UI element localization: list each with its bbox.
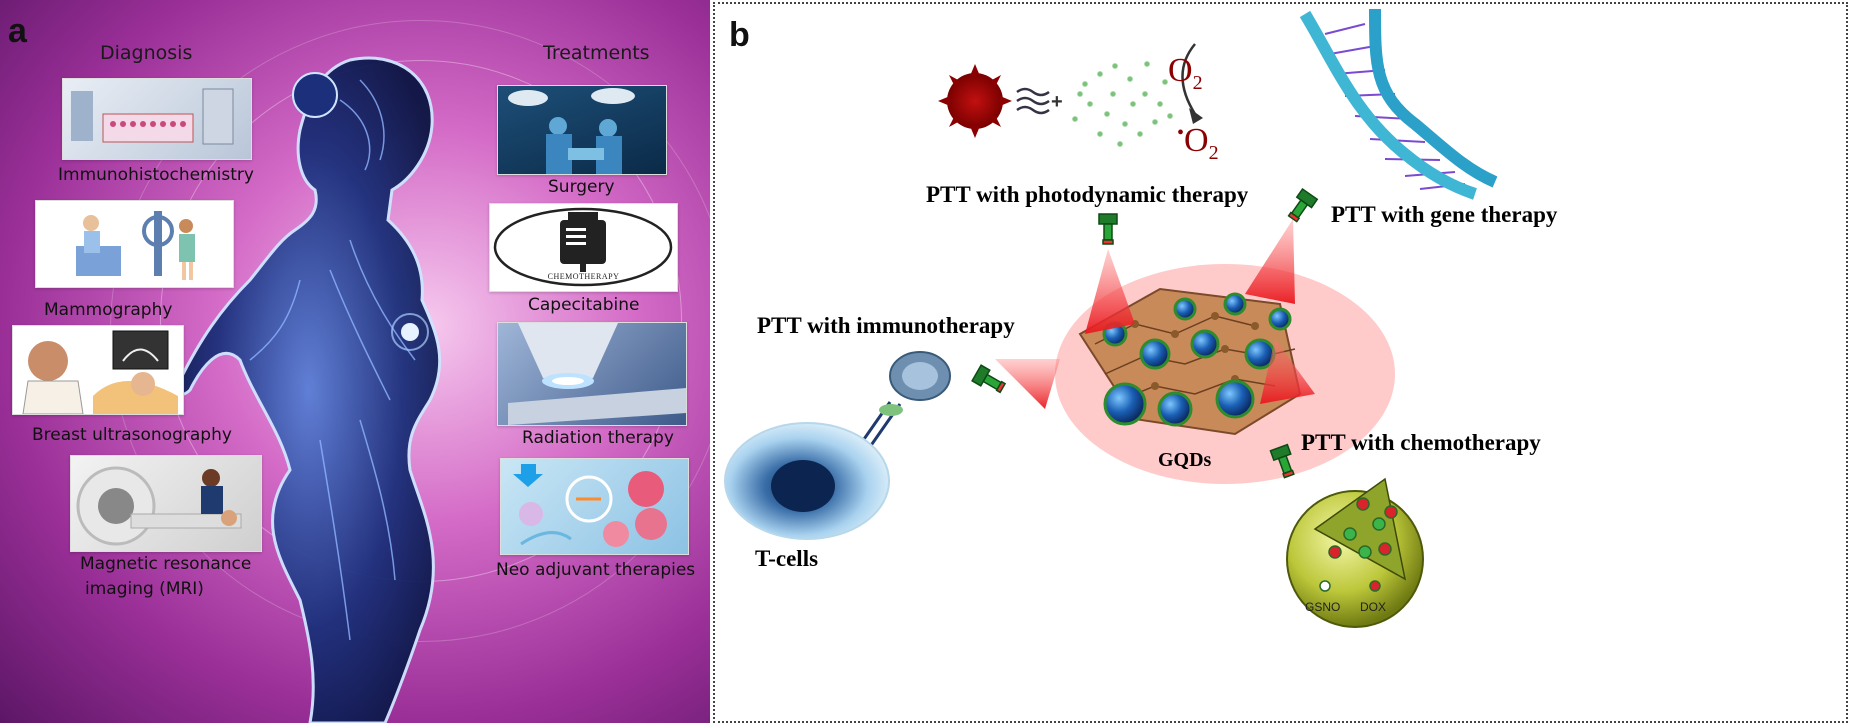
capecitabine-label: Capecitabine [528, 295, 640, 315]
plus-sign: + [1051, 91, 1063, 113]
dox-label: DOX [1360, 600, 1387, 614]
t-cells-label: T-cells [755, 546, 819, 571]
t-cell [724, 422, 890, 540]
dna-helix [1299, 8, 1498, 200]
neo-adjuvant-image [500, 458, 689, 555]
surgery-label: Surgery [548, 177, 615, 197]
chemotherapy-inner-text: CHEMOTHERAPY [547, 272, 620, 281]
radiation-therapy-image [497, 322, 687, 426]
mri-image [70, 455, 262, 552]
radiation-therapy-label: Radiation therapy [522, 428, 674, 448]
neo-adjuvant-label: Neo adjuvant therapies [496, 560, 696, 580]
gqd-therapy-diagram: + [724, 8, 1498, 628]
mri-label-line1: Magnetic resonance [80, 554, 252, 574]
light-waves [1016, 87, 1050, 115]
mammography-label: Mammography [44, 300, 173, 320]
mammography-image [35, 200, 234, 288]
chemo-nanoparticle [1286, 477, 1424, 628]
singlet-oxygen-label: •O2 [1177, 122, 1219, 164]
reaction-arrow [1181, 43, 1197, 115]
gsno-label: GSNO [1305, 600, 1341, 614]
breast-ultrasonography-label: Breast ultrasonography [32, 425, 232, 445]
capecitabine-image: CHEMOTHERAPY [489, 203, 678, 292]
panel-b-letter: b [729, 16, 750, 54]
gqd-nanosheet-small [1072, 61, 1173, 147]
antigen-cell [889, 351, 951, 401]
gqd-sheet [1055, 264, 1395, 484]
woman-silhouette-illustration [176, 56, 442, 723]
mri-label-line2: imaging (MRI) [85, 579, 204, 599]
ptt-chemo-label: PTT with chemotherapy [1301, 430, 1541, 455]
laser-emitters [971, 187, 1319, 479]
ptt-photodynamic-label: PTT with photodynamic therapy [926, 182, 1249, 207]
surgery-image [497, 85, 667, 175]
ptt-gene-label: PTT with gene therapy [1331, 202, 1558, 227]
treatments-title: Treatments [543, 42, 650, 64]
panel-a: a Diagnosis Treatments Immunohistochemis… [0, 0, 710, 723]
laser-cones [995, 219, 1315, 409]
ptt-immuno-label: PTT with immunotherapy [757, 313, 1015, 338]
photosensitizer-sun [938, 64, 1012, 138]
immunohistochemistry-image [62, 78, 252, 160]
immunohistochemistry-label: Immunohistochemistry [58, 165, 254, 185]
panel-b: b [713, 2, 1848, 723]
panel-a-letter: a [8, 12, 27, 50]
antibody-tip [879, 404, 903, 416]
diagnosis-title: Diagnosis [100, 42, 193, 64]
breast-ultrasonography-image [12, 325, 184, 415]
gqds-label: GQDs [1158, 449, 1212, 471]
o2-label: O2 [1168, 52, 1203, 94]
